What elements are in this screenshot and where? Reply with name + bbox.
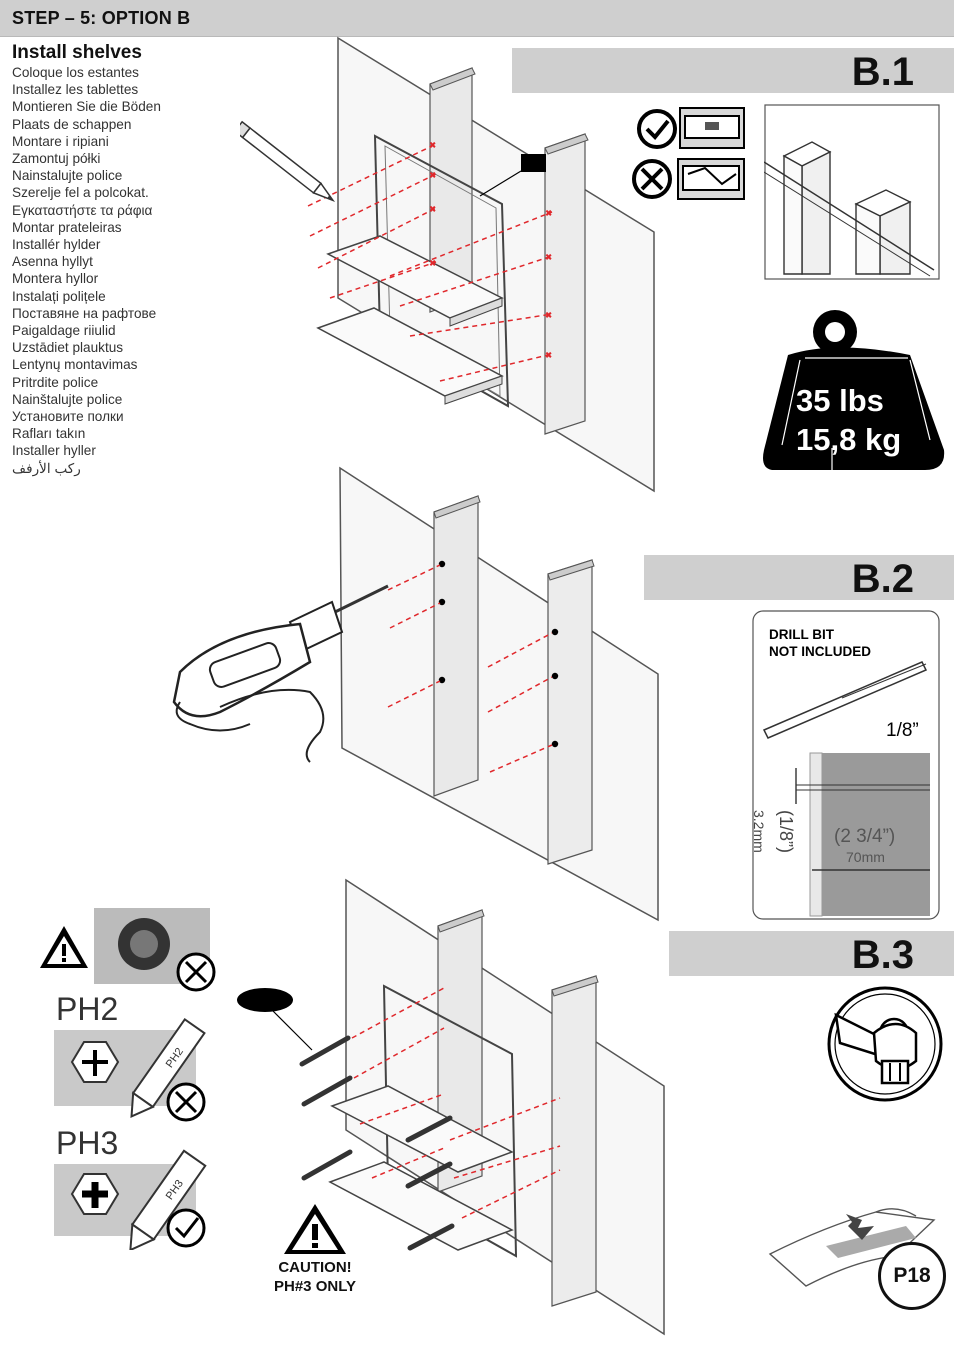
weight-kg: 15,8 kg (796, 422, 901, 457)
stud-detail-box (764, 104, 940, 280)
depth-mm: 70mm (846, 849, 885, 865)
caution-line1: CAUTION! (278, 1259, 352, 1276)
weight-capacity-icon: 35 lbs 15,8 kg (763, 310, 945, 476)
correct-check-icon (637, 109, 677, 149)
translation-item: Paigaldage riiulid (12, 323, 116, 339)
drill-note-line1: DRILL BIT (769, 627, 835, 642)
section-label-b2: B.2 (851, 557, 914, 601)
page-number-badge: P18 (878, 1242, 946, 1310)
translation-item: ركب الأرفف (12, 460, 81, 476)
translation-item: Rafları takın (12, 426, 86, 442)
hole-size-inch: (1/8”) (776, 810, 796, 853)
ph3-bit-panel: PH3 PH3 (54, 1125, 207, 1250)
svg-text:×: × (546, 310, 551, 320)
b1-shelf-assembly-illustration: × × × × × × × × (240, 36, 655, 493)
section-bar-b1: B.1 (512, 48, 954, 94)
incorrect-x-icon (632, 159, 672, 199)
stripped-screw-warning (40, 908, 216, 992)
translation-item: Поставяне на рафтове (12, 305, 157, 321)
drill-bit-icon (762, 661, 928, 739)
power-drill-icon (172, 584, 389, 763)
drill-bit-info-box: DRILL BIT NOT INCLUDED 1/8” (1/8”) 3.2mm… (752, 610, 940, 920)
ph2-bit-panel: PH2 PH2 (54, 991, 206, 1122)
hole-size-mm: 3.2mm (752, 810, 767, 853)
svg-text:×: × (546, 350, 551, 360)
translation-item: Lentynų montavimas (12, 357, 138, 373)
translation-item: Montera hyllor (12, 271, 99, 287)
translation-item: Installer hyller (12, 443, 96, 459)
svg-text:×: × (430, 258, 435, 268)
level-tilted-icon (677, 158, 745, 200)
section-bar-b3: B.3 (669, 931, 954, 977)
caution-triangle-icon (284, 1204, 346, 1254)
phillips-screwdriver-icon (827, 986, 943, 1102)
svg-text:×: × (430, 170, 435, 180)
translation-item: Installez les tablettes (12, 82, 139, 98)
translation-item: Nainštalujte police (12, 391, 123, 407)
svg-text:×: × (546, 252, 551, 262)
caution-text: CAUTION! PH#3 ONLY (250, 1258, 380, 1296)
b3-screw-installation-illustration (237, 878, 665, 1336)
level-straight-icon (679, 107, 745, 149)
ph2-label: PH2 (56, 991, 118, 1027)
translation-item: Uzstādiet plauktus (12, 340, 124, 356)
translation-item: Montieren Sie die Böden (12, 99, 161, 115)
translation-item: Installér hylder (12, 237, 101, 253)
level-check-icons (632, 107, 745, 200)
translation-item: Εγκαταστήστε τα ράφια (12, 202, 153, 218)
svg-text:×: × (546, 208, 551, 218)
correct-check-icon (166, 1208, 206, 1248)
translation-item: Montar prateleiras (12, 219, 122, 235)
translation-item: Nainstalujte police (12, 168, 123, 184)
drill-bit-size: 1/8” (886, 720, 919, 741)
translation-item: Szerelje fel a polcokat. (12, 185, 149, 201)
translation-item: Zamontuj półki (12, 151, 101, 167)
page-number: P18 (893, 1264, 931, 1287)
caution-line2: PH#3 ONLY (274, 1278, 356, 1295)
step-title: STEP – 5: OPTION B (12, 8, 191, 28)
svg-text:×: × (430, 140, 435, 150)
turn-page-icon (768, 1208, 936, 1287)
drill-note-line2: NOT INCLUDED (769, 644, 871, 659)
section-bar-b2: B.2 (644, 555, 954, 601)
translation-item: Asenna hyllyt (12, 254, 93, 270)
install-shelves-title: Install shelves (12, 42, 142, 63)
translation-item: Plaats de schappen (12, 116, 132, 132)
translation-item: Montare i ripiani (12, 133, 109, 149)
translation-item: Pritrdite police (12, 374, 99, 390)
translation-item: Coloque los estantes (12, 65, 139, 80)
translation-item: Установите полки (12, 409, 124, 425)
weight-lbs: 35 lbs (796, 383, 884, 418)
translation-item: Instalați polițele (12, 288, 106, 304)
step-header-bar: STEP – 5: OPTION B (0, 0, 954, 37)
b2-drilling-illustration (172, 466, 659, 922)
section-label-b1: B.1 (851, 50, 914, 94)
ph3-label: PH3 (56, 1125, 118, 1161)
svg-text:×: × (430, 204, 435, 214)
depth-inch: (2 3/4”) (834, 826, 895, 847)
section-label-b3: B.3 (851, 933, 914, 977)
